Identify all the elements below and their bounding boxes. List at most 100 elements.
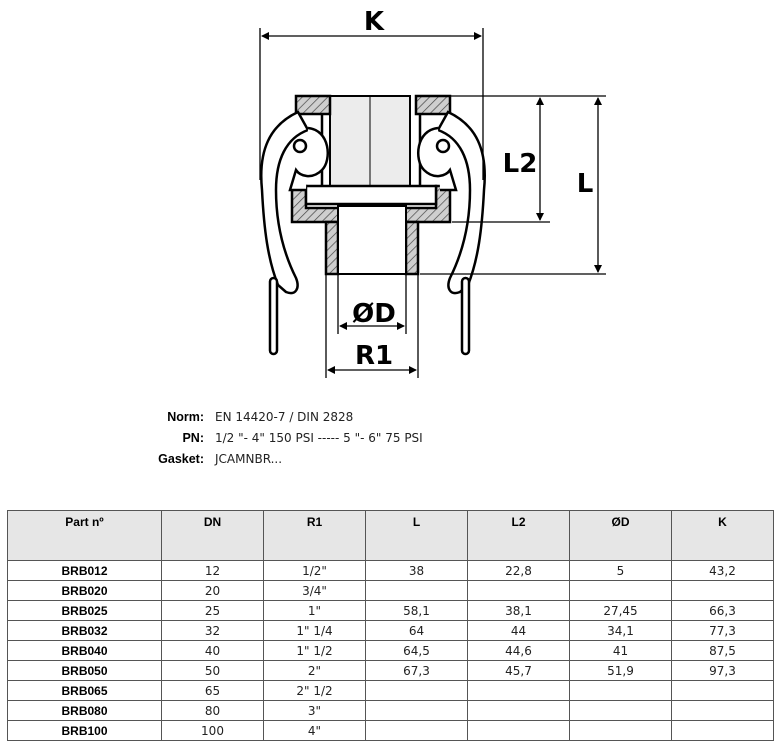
cell-l2 [467, 580, 570, 601]
cell-od: 27,45 [569, 600, 672, 621]
cell-dn: 40 [161, 640, 264, 661]
spec-gasket: Gasket: JCAMNBR... [0, 449, 783, 470]
cell-r1: 1" 1/4 [263, 620, 366, 641]
cell-k [671, 720, 774, 741]
cell-od [569, 720, 672, 741]
cell-dn: 12 [161, 560, 264, 581]
cell-l2: 44 [467, 620, 570, 641]
cell-l [365, 700, 468, 721]
cell-k [671, 700, 774, 721]
cell-l [365, 720, 468, 741]
header-od: ØD [569, 510, 672, 561]
spec-label: Gasket: [158, 452, 204, 466]
cell-l2: 22,8 [467, 560, 570, 581]
cell-r1: 2" [263, 660, 366, 681]
cell-od [569, 580, 672, 601]
cell-part-no: BRB020 [7, 580, 162, 601]
cell-dn: 80 [161, 700, 264, 721]
cell-l: 58,1 [365, 600, 468, 621]
cell-l: 64,5 [365, 640, 468, 661]
coupling-body [290, 94, 452, 276]
cell-r1: 3/4" [263, 580, 366, 601]
dim-k-label: K [364, 7, 385, 37]
cell-od: 5 [569, 560, 672, 581]
cell-l2: 38,1 [467, 600, 570, 621]
cell-k: 97,3 [671, 660, 774, 681]
header-l2: L2 [467, 510, 570, 561]
cell-dn: 50 [161, 660, 264, 681]
cell-l2 [467, 720, 570, 741]
dimension-lines [259, 28, 606, 378]
cell-dn: 100 [161, 720, 264, 741]
cell-part-no: BRB012 [7, 560, 162, 581]
dim-r1-label: R1 [355, 341, 393, 371]
cell-k: 87,5 [671, 640, 774, 661]
cell-k [671, 680, 774, 701]
cell-od: 34,1 [569, 620, 672, 641]
dim-l-label: L [577, 169, 594, 199]
cell-part-no: BRB080 [7, 700, 162, 721]
cell-dn: 32 [161, 620, 264, 641]
spec-value: JCAMNBR... [215, 452, 283, 466]
cell-l: 38 [365, 560, 468, 581]
cell-r1: 1" [263, 600, 366, 621]
cell-k [671, 580, 774, 601]
cell-l [365, 680, 468, 701]
coupling-technical-drawing: K L2 L ØD R1 [259, 7, 606, 378]
specifications: Norm: EN 14420-7 / DIN 2828 PN: 1/2 "- 4… [0, 407, 783, 470]
cell-part-no: BRB100 [7, 720, 162, 741]
cell-r1: 4" [263, 720, 366, 741]
header-dn: DN [161, 510, 264, 561]
spec-label: PN: [182, 431, 204, 445]
cam-arm-right [417, 110, 486, 356]
cell-part-no: BRB025 [7, 600, 162, 621]
cell-l: 67,3 [365, 660, 468, 681]
cell-r1: 3" [263, 700, 366, 721]
spec-value: 1/2 "- 4" 150 PSI ----- 5 "- 6" 75 PSI [215, 431, 423, 445]
cell-part-no: BRB040 [7, 640, 162, 661]
cell-l2: 45,7 [467, 660, 570, 681]
cell-part-no: BRB050 [7, 660, 162, 681]
dim-d-label: ØD [352, 299, 396, 329]
cell-l [365, 580, 468, 601]
cell-dn: 65 [161, 680, 264, 701]
cell-dn: 20 [161, 580, 264, 601]
cell-od: 51,9 [569, 660, 672, 681]
cell-r1: 2" 1/2 [263, 680, 366, 701]
cell-r1: 1/2" [263, 560, 366, 581]
cell-od [569, 680, 672, 701]
header-part-no: Part nº [7, 510, 162, 561]
spec-value: EN 14420-7 / DIN 2828 [215, 410, 354, 424]
spec-label: Norm: [167, 410, 204, 424]
cell-od [569, 700, 672, 721]
cell-dn: 25 [161, 600, 264, 621]
cell-k: 66,3 [671, 600, 774, 621]
cell-part-no: BRB065 [7, 680, 162, 701]
spec-pn: PN: 1/2 "- 4" 150 PSI ----- 5 "- 6" 75 P… [0, 428, 783, 449]
cell-l2: 44,6 [467, 640, 570, 661]
header-k: K [671, 510, 774, 561]
spec-norm: Norm: EN 14420-7 / DIN 2828 [0, 407, 783, 428]
dim-l2-label: L2 [503, 149, 538, 179]
cell-l2 [467, 680, 570, 701]
cell-k: 43,2 [671, 560, 774, 581]
cell-od: 41 [569, 640, 672, 661]
cam-arm-left [260, 110, 329, 356]
header-r1: R1 [263, 510, 366, 561]
table-header-row: Part nº DN R1 L L2 ØD K [7, 510, 774, 561]
cell-l2 [467, 700, 570, 721]
header-l: L [365, 510, 468, 561]
cell-l: 64 [365, 620, 468, 641]
cell-r1: 1" 1/2 [263, 640, 366, 661]
cell-part-no: BRB032 [7, 620, 162, 641]
